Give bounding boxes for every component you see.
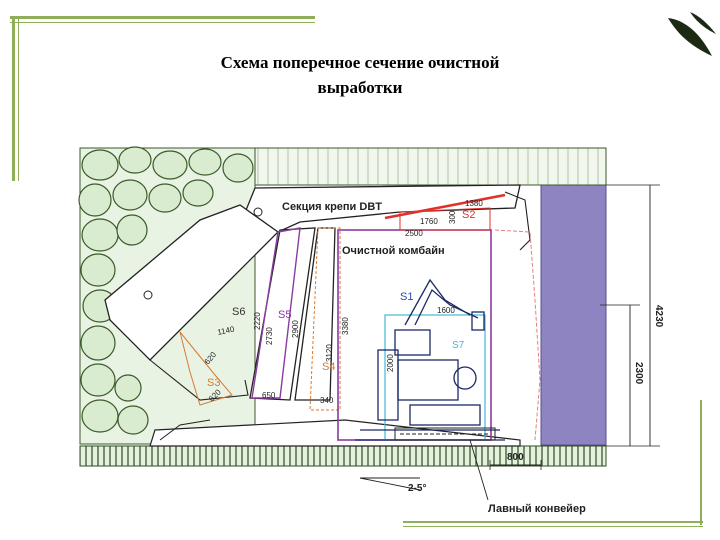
- slide-title-line-2: выработки: [317, 78, 403, 97]
- dim-300: 300: [448, 210, 457, 224]
- frame-bottom-line: [403, 521, 703, 523]
- rock-boulders: [78, 146, 254, 435]
- shearer-body: [355, 278, 505, 441]
- label-area-s2: S2: [462, 209, 475, 221]
- area-s1-outline: [337, 229, 492, 441]
- leaf-decoration-icon: [668, 12, 716, 56]
- frame-right-line: [700, 400, 702, 525]
- top-strata: [254, 147, 607, 186]
- dim-1140: 1140: [217, 324, 236, 336]
- dim-1600: 1600: [437, 306, 455, 315]
- slide-title-line-1: Схема поперечное сечение очистной: [220, 53, 500, 72]
- dim-340: 340: [320, 396, 334, 405]
- dim-4230: 4230: [653, 305, 664, 328]
- dim-2300: 2300: [633, 362, 644, 385]
- dim-2220: 2220: [253, 312, 262, 330]
- dim-2730: 2730: [265, 327, 274, 345]
- canopy-ram: [384, 193, 506, 220]
- dim-1380: 1380: [465, 199, 483, 208]
- area-s3-outline: [179, 331, 233, 406]
- dim-3120: 3120: [325, 344, 334, 362]
- support-leg-front: [249, 227, 316, 401]
- support-shield: [104, 204, 280, 361]
- label-support-section: Секция крепи DBT: [282, 201, 382, 213]
- label-area-s1: S1: [400, 291, 413, 303]
- area-s7-outline: [384, 314, 486, 441]
- label-conveyor: Лавный конвейер: [488, 503, 586, 515]
- coal-seam: [540, 184, 607, 446]
- dim-1760: 1760: [420, 217, 438, 226]
- slope-label: 2-5°: [408, 483, 426, 494]
- floor-strata: [79, 445, 607, 467]
- dim-650: 650: [262, 391, 276, 400]
- dim-2000: 2000: [386, 354, 395, 372]
- label-area-s3: S3: [207, 377, 220, 389]
- dim-800: 800: [507, 452, 524, 463]
- slide-title: Схема поперечное сечение очистной вырабо…: [160, 50, 560, 100]
- frame-top-line-inner: [10, 22, 315, 23]
- area-s5-outline: [251, 227, 301, 399]
- conveyor-chain: [394, 427, 496, 441]
- face-outline: [494, 229, 541, 441]
- frame-bottom-line-inner: [403, 526, 703, 527]
- frame-top-line: [10, 16, 315, 19]
- label-shearer: Очистной комбайн: [342, 245, 445, 257]
- label-area-s5: S5: [278, 309, 291, 321]
- frame-left-line: [12, 16, 15, 181]
- label-area-s6: S6: [232, 306, 245, 318]
- frame-left-line-inner: [18, 16, 19, 181]
- dim-2900: 2900: [291, 320, 300, 338]
- label-area-s7: S7: [452, 340, 465, 351]
- label-area-s4: S4: [322, 361, 335, 373]
- dim-3380: 3380: [341, 317, 350, 335]
- dim-2500: 2500: [405, 229, 423, 238]
- area-s2-outline: [399, 207, 491, 231]
